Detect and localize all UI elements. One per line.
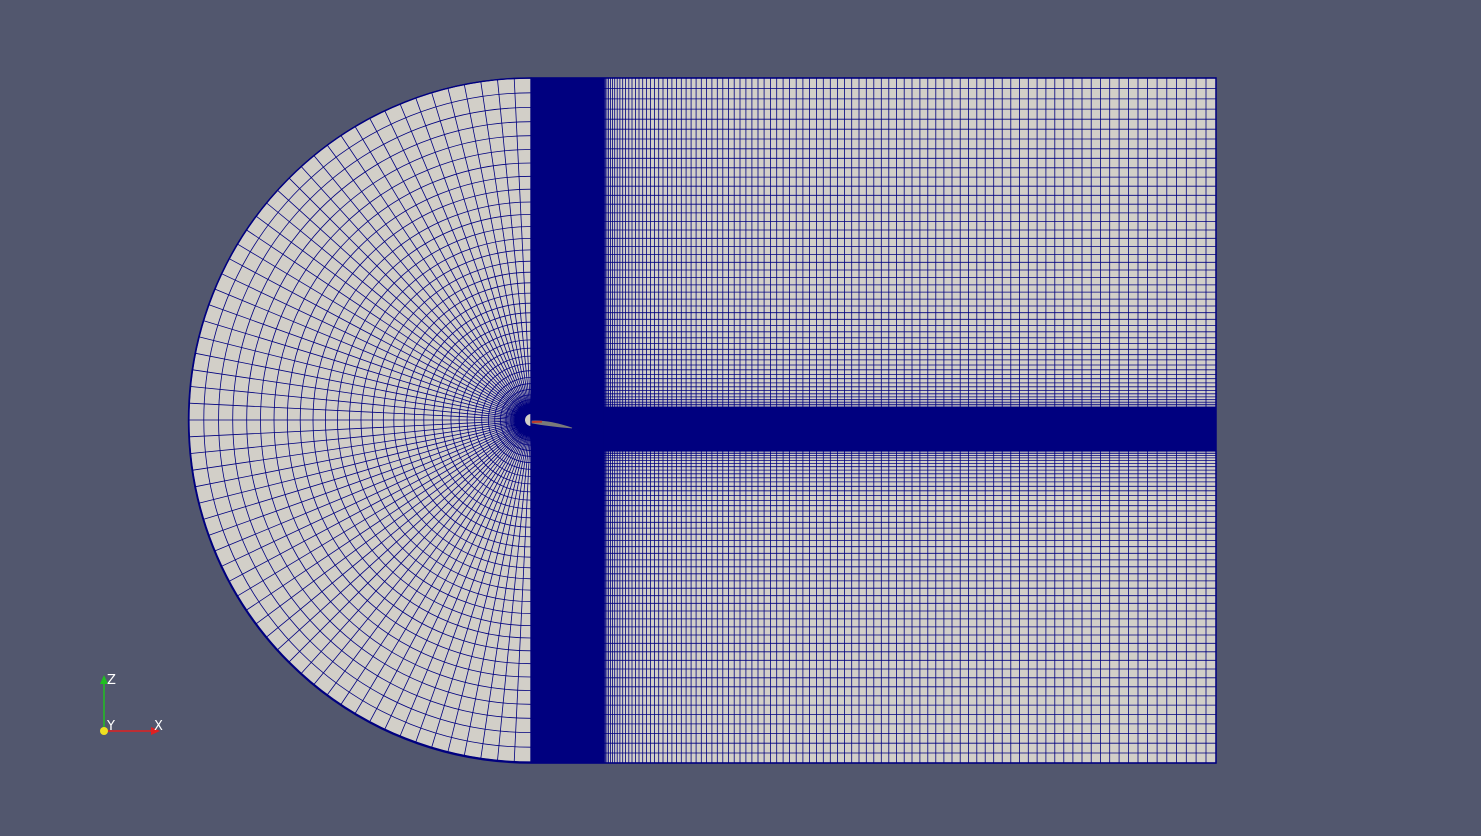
dense-vertical-band [531, 78, 604, 763]
domain-outline [187, 77, 1217, 764]
mesh-grid [187, 77, 1217, 764]
airfoil-leading-edge [532, 420, 542, 423]
c-arc-lines [188, 77, 532, 763]
airfoil-shape [531, 420, 573, 429]
airfoil [531, 420, 573, 429]
dense-wake-band [604, 408, 1216, 450]
